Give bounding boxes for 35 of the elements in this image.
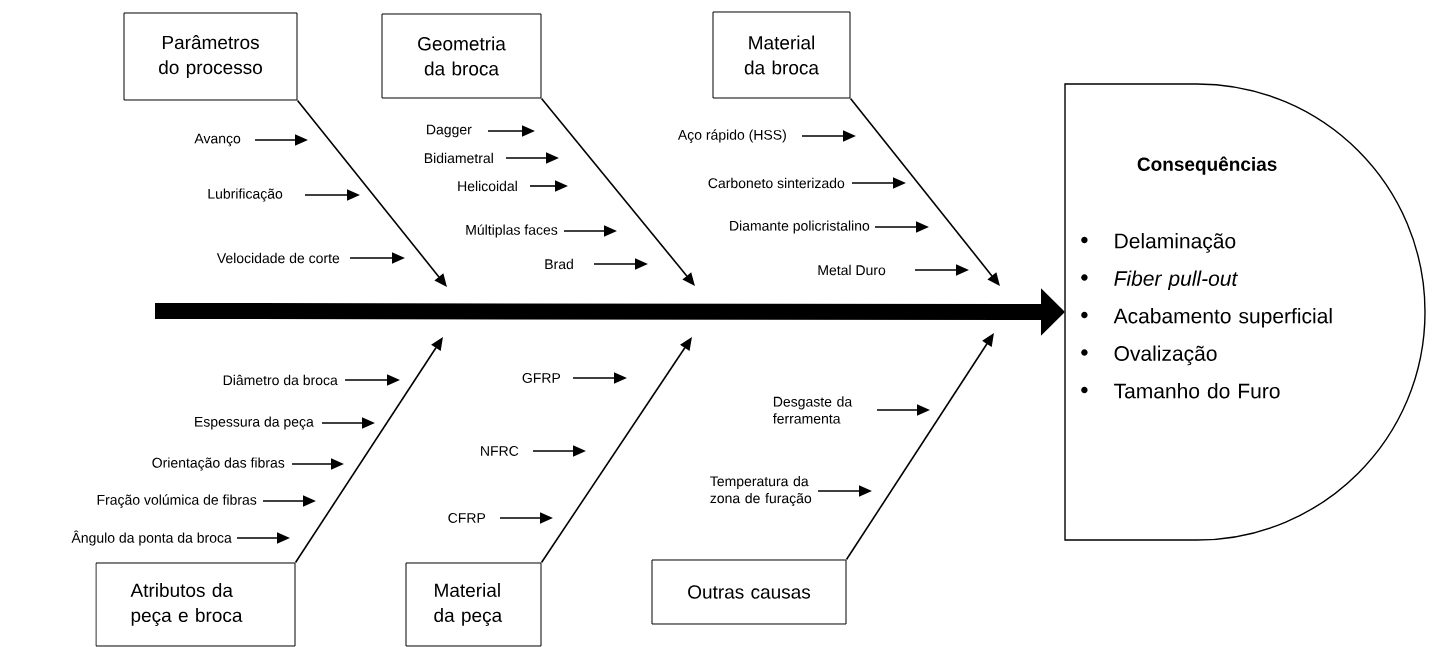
- category-box: Material da peça: [405, 562, 542, 647]
- cause-label: Helicoidal: [458, 180, 517, 192]
- category-box: Parâmetros do processo: [123, 12, 298, 101]
- cause-label: Múltiplas faces: [466, 224, 558, 238]
- cause-label: Avanço: [194, 133, 241, 147]
- cause-label: GFRP: [522, 373, 561, 383]
- bone-arrow: [540, 337, 692, 564]
- category-box: Material da broca: [712, 11, 851, 99]
- bone-arrow: [294, 337, 443, 564]
- cause-label: Ângulo da ponta da broca: [71, 530, 232, 546]
- cause-label: Metal Duro: [818, 264, 886, 276]
- cause-label: Diâmetro da broca: [223, 374, 338, 386]
- cause-label: NFRC: [481, 446, 519, 456]
- bone-arrow: [849, 97, 1000, 286]
- category-box: Outras causas: [651, 559, 847, 625]
- cause-label: Diamante policristalino: [730, 220, 870, 234]
- cause-label: Lubrificação: [208, 188, 283, 202]
- cause-label: Aço rápido (HSS): [677, 129, 786, 143]
- cause-label: Fração volúmica de fibras: [97, 494, 257, 508]
- cause-label: Dagger: [427, 124, 472, 138]
- cause-label: Desgaste da ferramenta: [773, 396, 853, 424]
- consequence-box: Consequências Delaminação Fiber pull-out Acabamento superficial Ovalização Tamanho do Furo: [1064, 83, 1426, 541]
- cause-label: Velocidade de corte: [216, 252, 340, 264]
- cause-label: Orientação das fibras: [152, 457, 285, 471]
- bone-arrow: [845, 333, 994, 561]
- cause-label: CFRP: [448, 513, 486, 523]
- cause-label: Carboneto sinterizado: [708, 177, 845, 189]
- cause-label: Temperatura da zona de furação: [710, 475, 812, 507]
- category-box: Atributos da peça e broca: [95, 562, 296, 647]
- bone-arrow: [540, 97, 695, 286]
- category-box: Geometria da broca: [381, 13, 542, 99]
- cause-label: Bidiametral: [424, 152, 493, 164]
- cause-label: Brad: [545, 258, 573, 270]
- bone-arrow: [296, 99, 447, 287]
- cause-label: Espessura da peça: [195, 416, 314, 430]
